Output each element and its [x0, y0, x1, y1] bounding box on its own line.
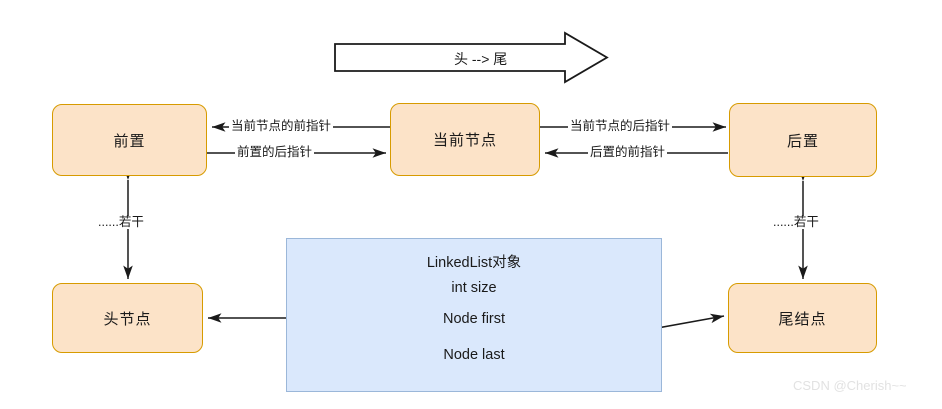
node-box-prev[interactable]: 前置 [52, 104, 207, 176]
linkedlist-field-first: Node first [442, 311, 506, 327]
linkedlist-field-size: int size [451, 280, 497, 296]
edge-label-cur-prev-pointer: 当前节点的前指针 [229, 119, 334, 133]
edge-label-next-prev-pointer: 后置的前指针 [588, 145, 668, 159]
node-label-head: 头节点 [103, 310, 152, 328]
edge-label-left-vertical: ......若干 [97, 215, 145, 229]
edge-label-cur-next-pointer: 当前节点的后指针 [568, 119, 673, 133]
node-label-prev: 前置 [113, 132, 146, 150]
linkedlist-title: LinkedList对象 [426, 255, 522, 271]
linkedlist-field-last: Node last [443, 347, 505, 363]
node-label-current: 当前节点 [432, 132, 497, 149]
edge-label-prev-next-pointer: 前置的后指针 [235, 145, 315, 159]
linkedlist-object-box: LinkedList对象 int size Node first Node la… [286, 238, 662, 392]
legend-arrow-label: 头 --> 尾 [451, 49, 511, 69]
node-box-head[interactable]: 头节点 [52, 283, 203, 353]
node-box-tail[interactable]: 尾结点 [728, 283, 877, 353]
node-box-next[interactable]: 后置 [729, 103, 877, 177]
node-label-next: 后置 [786, 132, 819, 150]
node-box-current[interactable]: 当前节点 [390, 103, 540, 176]
edge-label-right-vertical: ......若干 [772, 215, 820, 229]
watermark: CSDN @Cherish~~ [793, 378, 907, 393]
node-label-tail: 尾结点 [778, 310, 827, 328]
